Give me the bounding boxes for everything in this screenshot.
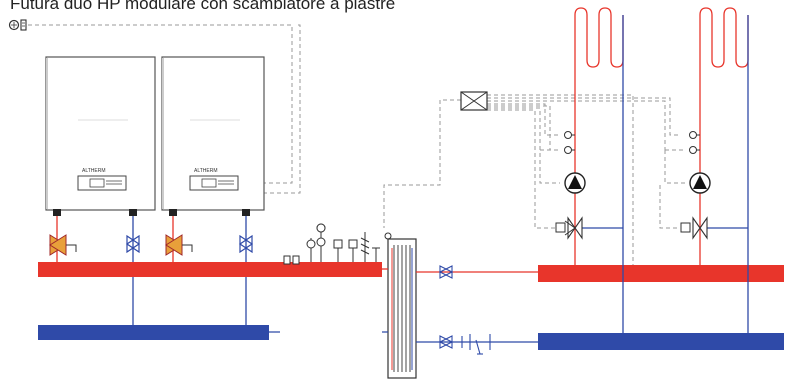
zone-2-circuit xyxy=(699,7,749,333)
heat-exchanger-icon xyxy=(384,232,417,379)
zone-1-circuit xyxy=(574,7,624,333)
shutoff-valve-icon xyxy=(238,234,254,254)
heat-pump-unit-1: ALTHERM xyxy=(45,56,156,216)
unit-connections xyxy=(56,216,247,328)
shutoff-valve-icon xyxy=(438,265,454,279)
mixing-valve-icon xyxy=(555,216,583,240)
control-box-icon xyxy=(460,91,488,111)
shutoff-valve-icon xyxy=(125,234,141,254)
zone-2-thermostat xyxy=(689,131,700,154)
mixing-valve-icon xyxy=(680,216,708,240)
diverting-valve-icon xyxy=(49,234,77,256)
cold-manifold xyxy=(38,325,269,340)
heat-pump-unit-2: ALTHERM xyxy=(161,56,265,216)
check-valve-icon xyxy=(461,334,491,355)
diverting-valve-icon xyxy=(165,234,193,256)
control-wiring xyxy=(28,24,685,270)
zone-1-thermostat xyxy=(564,131,575,154)
zone-cold-manifold xyxy=(538,333,784,350)
unit-1-brand: ALTHERM xyxy=(82,168,106,174)
diagram-title: Futura duo HP modulare con scambiatore a… xyxy=(10,0,396,13)
zone-hot-manifold xyxy=(538,265,784,282)
manometer-icon xyxy=(316,223,326,233)
hot-manifold xyxy=(38,262,382,277)
safety-group xyxy=(283,223,380,265)
outdoor-sensor-icon xyxy=(8,19,27,31)
shutoff-valve-icon xyxy=(438,335,454,349)
unit-2-brand: ALTHERM xyxy=(194,168,218,174)
circulator-pump-icon xyxy=(564,172,586,194)
circulator-pump-icon xyxy=(689,172,711,194)
